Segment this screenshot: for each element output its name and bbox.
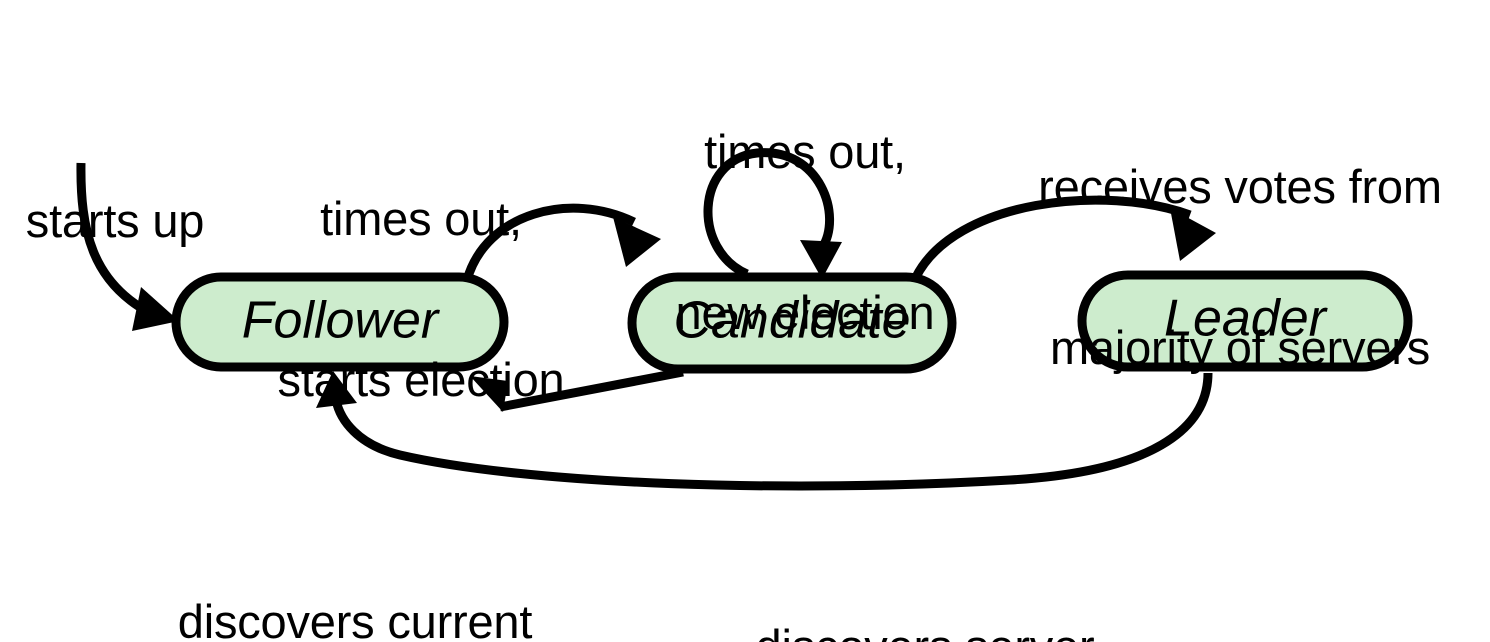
node-leader[interactable]: Leader (1077, 270, 1413, 372)
arrowhead-candidate-to-leader (1170, 208, 1216, 261)
edge-label-candidate-self-loop-line2: new election (675, 285, 935, 339)
arrowhead-start-to-follower (132, 287, 179, 331)
edge-label-candidate-to-leader-line2: majority of servers (1049, 320, 1431, 374)
edge-path-leader-to-follower (331, 372, 1213, 491)
edge-path-candidate-to-leader (911, 195, 1192, 280)
node-follower-label: Follower (242, 292, 441, 350)
edge-label-leader-to-follower: discovers server with higher term (690, 513, 1160, 642)
node-candidate-label: Candidate (673, 292, 910, 350)
edge-candidate-self-loop (703, 148, 842, 279)
edge-label-start-to-follower: starts up (0, 87, 230, 355)
edge-follower-to-candidate (462, 203, 661, 282)
edge-label-start-to-follower-line1: starts up (25, 194, 205, 248)
edge-start-to-follower (76, 162, 179, 331)
edge-label-candidate-to-follower: discovers current leader or new term (90, 488, 620, 642)
edge-label-candidate-to-leader-line1: receives votes from (1038, 160, 1442, 214)
node-leader-label: Leader (1164, 290, 1329, 348)
edge-label-candidate-self-loop-line1: times out, (704, 125, 906, 179)
node-candidate-shape (627, 272, 957, 374)
edge-path-start-to-follower (76, 162, 153, 317)
edge-label-follower-to-candidate-line1: times out, (320, 192, 522, 246)
arrowhead-leader-to-follower (316, 371, 357, 408)
edge-path-candidate-to-follower (499, 367, 684, 412)
arrowhead-follower-to-candidate (613, 217, 661, 267)
edge-path-follower-to-candidate (462, 203, 636, 282)
node-follower-shape (171, 272, 509, 372)
arrowhead-candidate-self-loop (800, 240, 842, 279)
edge-label-follower-to-candidate-line2: starts election (277, 352, 565, 406)
edge-candidate-to-follower (470, 367, 684, 412)
edge-label-leader-to-follower-line1: discovers server (690, 620, 1160, 642)
node-leader-shape (1077, 270, 1413, 372)
edge-path-candidate-self-loop (703, 148, 834, 279)
edge-label-candidate-to-leader: receives votes from majority of servers (990, 53, 1490, 482)
node-follower[interactable]: Follower (171, 272, 509, 372)
edge-label-candidate-self-loop: times out, new election (645, 18, 965, 447)
arrowhead-candidate-to-follower (470, 376, 508, 412)
node-candidate[interactable]: Candidate (627, 272, 957, 374)
edge-label-follower-to-candidate: times out, starts election (246, 85, 596, 514)
edge-label-candidate-to-follower-line1: discovers current (177, 595, 533, 642)
edge-candidate-to-leader (911, 195, 1216, 280)
edge-leader-to-follower (316, 371, 1213, 491)
